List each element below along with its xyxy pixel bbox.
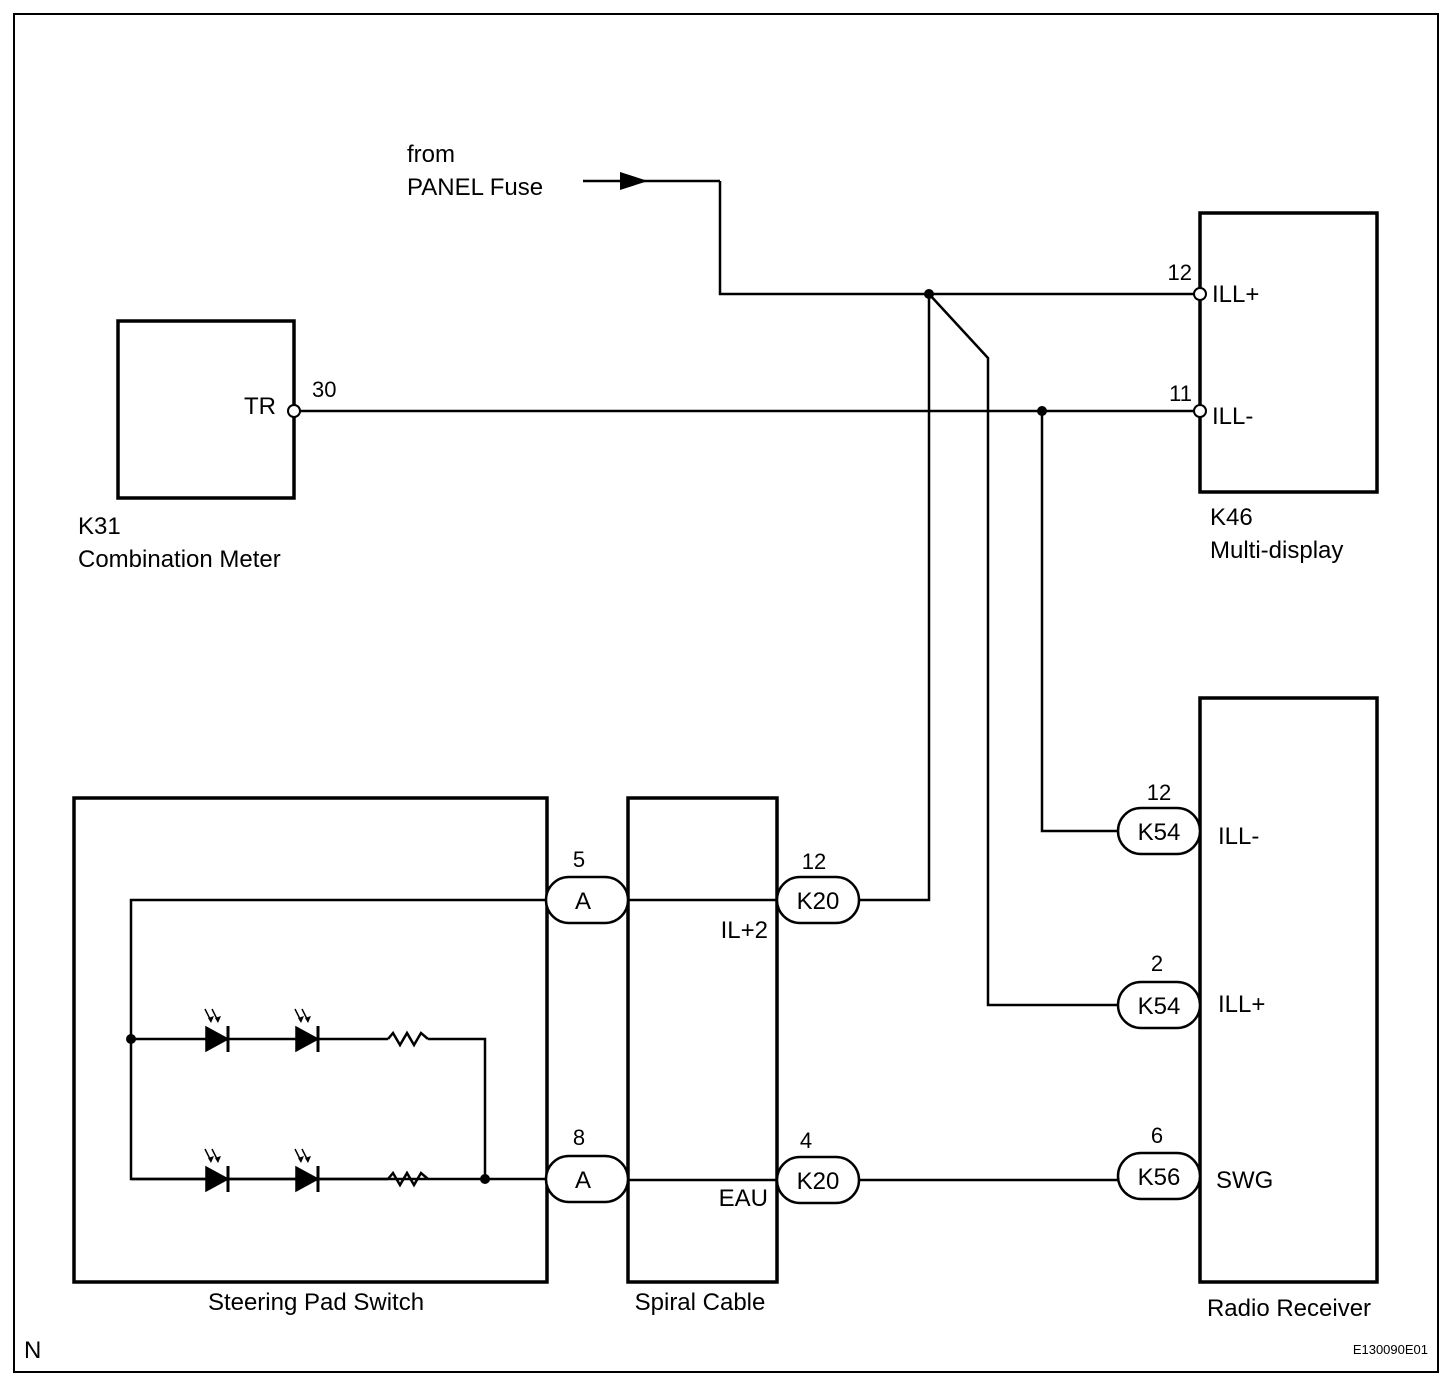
footer-letter: N: [24, 1337, 41, 1364]
switch-top-pin: 5: [573, 847, 585, 872]
resistor-icon: [387, 1170, 429, 1188]
switch-internal-return: [428, 1037, 487, 1179]
spiral-eau-pin: 4: [800, 1128, 812, 1153]
figure-code: E130090E01: [1353, 1342, 1428, 1357]
radio-swg-connector-label: K56: [1138, 1164, 1181, 1191]
steering-pad-switch-box: [72, 796, 549, 1284]
multi-display-name: Multi-display: [1210, 537, 1343, 564]
ill-minus-pin-number: 11: [1169, 381, 1192, 406]
spiral-eau-connector-label: K20: [797, 1168, 840, 1195]
panel-fuse-source: from PANEL Fuse: [407, 141, 720, 201]
combination-meter-name: Combination Meter: [78, 546, 281, 573]
resistor-icon: [387, 1030, 429, 1048]
spiral-il-plus2-connector-label: K20: [797, 888, 840, 915]
source-arrow-head: [620, 172, 648, 190]
junction-dot: [924, 289, 934, 299]
radio-ill-plus-connector-label: K54: [1138, 993, 1181, 1020]
led-icon: [293, 1147, 320, 1194]
radio-ill-plus-pin: 2: [1151, 951, 1163, 976]
ill-minus-terminal-label: ILL-: [1212, 403, 1253, 430]
radio-ill-minus-connector-label: K54: [1138, 819, 1181, 846]
radio-ill-plus-label: ILL+: [1218, 991, 1265, 1018]
switch-bottom-pin: 8: [573, 1125, 585, 1150]
radio-ill-plus-connector: [1116, 980, 1202, 1030]
radio-ill-minus-pin: 12: [1147, 780, 1171, 805]
spiral-il-plus2-connector: [775, 875, 861, 925]
page-frame: [13, 13, 1439, 1373]
radio-swg-connector: [1116, 1151, 1202, 1201]
panel-fuse-label: PANEL Fuse: [407, 174, 543, 201]
junction-dot: [1037, 406, 1047, 416]
switch-bottom-connector: [544, 1154, 630, 1204]
switch-bottom-connector-label: A: [575, 1167, 591, 1194]
radio-receiver-box: [1198, 696, 1379, 1284]
ill-plus-pin-number: 12: [1168, 260, 1192, 285]
combination-meter: TR 30 K31 Combination Meter: [78, 319, 336, 573]
tr-terminal-icon: [287, 404, 301, 418]
ill-plus-terminal-label: ILL+: [1212, 281, 1259, 308]
led-icon: [203, 1147, 230, 1194]
spiral-eau-label: EAU: [719, 1185, 768, 1212]
ill-minus-terminal-icon: [1193, 404, 1207, 418]
spiral-cable: 12 K20 IL+2 4 K20 EAU Spiral Cable: [626, 796, 861, 1316]
switch-top-connector-label: A: [575, 888, 591, 915]
wire-radio-ill-plus: [928, 293, 1120, 1007]
radio-ill-minus-label: ILL-: [1218, 823, 1259, 850]
combination-meter-code: K31: [78, 513, 121, 540]
ill-plus-terminal-icon: [1193, 287, 1207, 301]
led-icon: [203, 1007, 230, 1054]
junction-dot: [126, 1034, 136, 1044]
spiral-cable-box: [626, 796, 779, 1284]
spiral-eau-connector: [775, 1155, 861, 1205]
wire-il-plus2: [860, 294, 931, 902]
wire-panel-feed: [718, 181, 1200, 296]
spiral-cable-name: Spiral Cable: [635, 1289, 766, 1316]
multi-display: 12 ILL+ 11 ILL- K46 Multi-display: [1168, 211, 1379, 564]
switch-top-connector: [544, 875, 630, 925]
wires: [294, 181, 1200, 1182]
steering-pad-switch-name: Steering Pad Switch: [208, 1289, 424, 1316]
radio-swg-label: SWG: [1216, 1167, 1273, 1194]
wire-radio-ill-minus: [1040, 411, 1120, 833]
radio-swg-pin: 6: [1151, 1123, 1163, 1148]
spiral-il-plus2-label: IL+2: [721, 917, 768, 944]
radio-receiver: 12 K54 ILL- 2 K54 ILL+ 6 K56 SWG Radio R…: [1116, 696, 1379, 1322]
tr-terminal-label: TR: [244, 393, 276, 420]
multi-display-box: [1198, 211, 1379, 494]
junction-dot: [480, 1174, 490, 1184]
steering-pad-switch: 5 A 8 A Steering Pad Switch: [72, 796, 630, 1316]
spiral-il-plus2-pin: 12: [802, 849, 826, 874]
multi-display-code: K46: [1210, 504, 1253, 531]
led-icon: [293, 1007, 320, 1054]
radio-ill-minus-connector: [1116, 806, 1202, 856]
radio-receiver-name: Radio Receiver: [1207, 1295, 1371, 1322]
from-label: from: [407, 141, 455, 168]
tr-pin-number: 30: [312, 377, 336, 402]
